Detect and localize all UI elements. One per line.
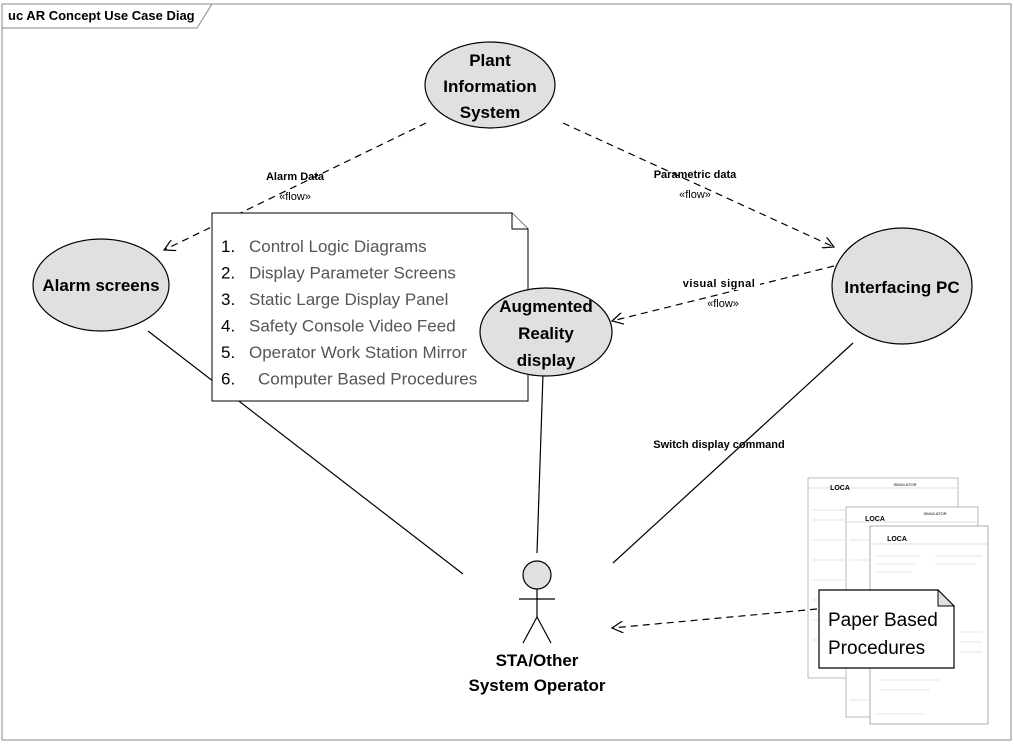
- doc-title: LOCA: [830, 485, 850, 492]
- flow-stereotype-parametric: «flow»: [679, 189, 711, 201]
- note-item-text: Static Large Display Panel: [249, 290, 448, 309]
- paper-note-line: Procedures: [828, 638, 925, 659]
- flow-label-parametric-data: Parametric data: [654, 169, 737, 181]
- note-item-number: 6.: [221, 370, 235, 389]
- paper-note-line: Paper Based: [828, 610, 938, 631]
- note-list: 1. Control Logic Diagrams 2. Display Parame…: [221, 237, 477, 389]
- flow-label-alarm-data: Alarm Data: [266, 171, 325, 183]
- switch-display-command-label: Switch display command: [653, 439, 784, 451]
- doc-title: LOCA: [887, 536, 907, 543]
- actor-label-line: STA/Other: [496, 651, 579, 670]
- paper-based-procedures-note: Paper Based Procedures: [818, 588, 956, 669]
- use-case-label-line: display: [517, 351, 576, 370]
- flow-stereotype-alarm: «flow»: [279, 191, 311, 203]
- use-case-plant-information-system[interactable]: Plant Information System: [424, 41, 556, 129]
- note-item-number: 1.: [221, 237, 235, 256]
- use-case-interfacing-pc[interactable]: Interfacing PC: [831, 227, 973, 345]
- doc-header-right: SIMULATOR: [924, 511, 947, 516]
- note-item-number: 5.: [221, 343, 235, 362]
- note-item-text: Safety Console Video Feed: [249, 317, 456, 336]
- use-case-label-line: Interfacing PC: [844, 278, 959, 297]
- flow-parametric-data: Parametric data «flow»: [562, 122, 834, 247]
- note-item-text: Display Parameter Screens: [249, 264, 456, 283]
- note-item-text: Control Logic Diagrams: [249, 237, 427, 256]
- note-item-text: Computer Based Procedures: [258, 370, 477, 389]
- note-item-number: 2.: [221, 264, 235, 283]
- diagram-frame: uc AR Concept Use Case Diag: [1, 3, 1012, 741]
- use-case-label-line: Augmented: [499, 297, 593, 316]
- note-item-number: 4.: [221, 317, 235, 336]
- flow-label-visual-signal: visual signal: [683, 278, 756, 290]
- use-case-label-line: Reality: [518, 324, 574, 343]
- doc-header-right: SIMULATOR: [894, 482, 917, 487]
- actor-label-line: System Operator: [469, 676, 606, 695]
- actor-sta-operator[interactable]: STA/Other System Operator: [469, 560, 606, 695]
- flow-stereotype-visual: «flow»: [707, 298, 739, 310]
- frame-title: uc AR Concept Use Case Diag: [8, 8, 195, 23]
- display-options-note: 1. Control Logic Diagrams 2. Display Parame…: [211, 212, 529, 402]
- flow-alarm-data: Alarm Data «flow»: [164, 122, 427, 250]
- use-case-label-line: Information: [443, 77, 537, 96]
- use-case-alarm-screens[interactable]: Alarm screens: [32, 238, 170, 332]
- note-item-number: 3.: [221, 290, 235, 309]
- use-case-label-line: System: [460, 103, 520, 122]
- associations: Switch display command: [147, 330, 854, 575]
- doc-title: LOCA: [865, 516, 885, 523]
- use-case-label-line: Alarm screens: [42, 276, 159, 295]
- use-case-label-line: Plant: [469, 51, 511, 70]
- actor-head: [522, 560, 552, 590]
- flow-paper-procedures: [612, 608, 818, 628]
- flow-visual-signal: visual signal «flow»: [612, 265, 835, 321]
- use-case-augmented-reality-display[interactable]: Augmented Reality display: [479, 287, 613, 377]
- note-item-text: Operator Work Station Mirror: [249, 343, 467, 362]
